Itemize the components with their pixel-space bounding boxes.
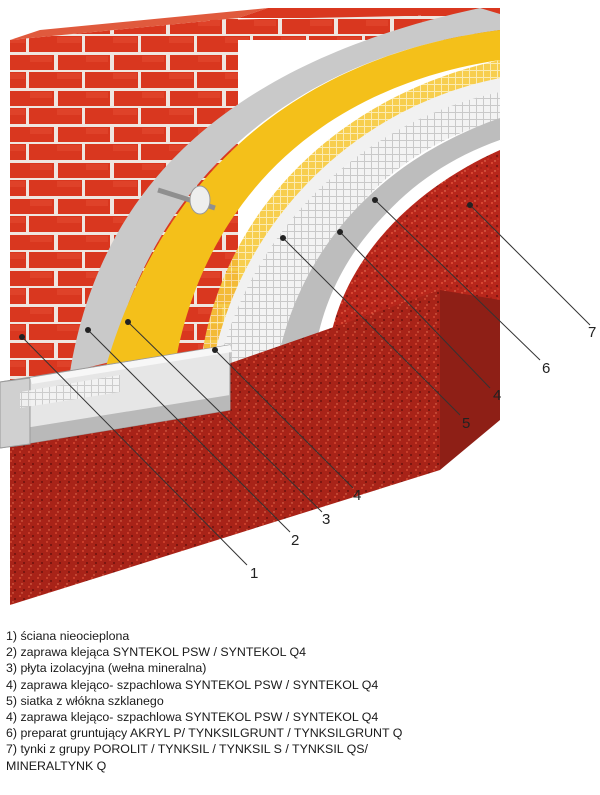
callout-1: 1 — [250, 565, 258, 582]
legend-item-7-cont: MINERALTYNK Q — [6, 758, 107, 773]
anchor-dowel — [157, 185, 216, 215]
starter-rail — [0, 344, 232, 449]
wall-layers-diagram: 1 2 3 4 5 4 6 7 — [0, 8, 596, 605]
legend-item-6: 6) preparat gruntujący AKRYL P/ TYNKSILG… — [6, 726, 403, 741]
callout-2: 2 — [291, 532, 299, 549]
leader-lines — [21, 199, 591, 566]
callout-6: 6 — [542, 360, 550, 377]
legend-item-4a: 4) zaprawa klejąco- szpachlowa SYNTEKOL … — [6, 677, 379, 692]
legend-item-7: 7) tynki z grupy POROLIT / TYNKSIL / TYN… — [6, 742, 368, 757]
render-layer — [330, 150, 500, 340]
legend-item-2: 2) zaprawa klejąca SYNTEKOL PSW / SYNTEK… — [6, 645, 307, 660]
legend-item-4b: 4) zaprawa klejąco- szpachlowa SYNTEKOL … — [6, 710, 379, 725]
callout-3: 3 — [322, 511, 330, 528]
legend-item-1: 1) ściana nieocieplona — [6, 629, 130, 643]
callout-4b: 4 — [493, 387, 501, 404]
adhesive-layer — [70, 8, 500, 372]
leader-dots — [19, 197, 473, 353]
fiberglass-mesh-layer — [215, 92, 500, 382]
callout-7: 7 — [588, 324, 596, 341]
callout-5: 5 — [462, 415, 470, 432]
legend-item-5: 5) siatka z włókna szklanego — [6, 693, 164, 708]
legend: 1) ściana nieocieplona 2) zaprawa klejąc… — [6, 628, 594, 774]
plinth — [10, 290, 500, 605]
insulation-layer — [105, 30, 500, 370]
legend-item-3: 3) płyta izolacyjna (wełna mineralna) — [6, 661, 207, 676]
callout-4a: 4 — [353, 487, 361, 504]
